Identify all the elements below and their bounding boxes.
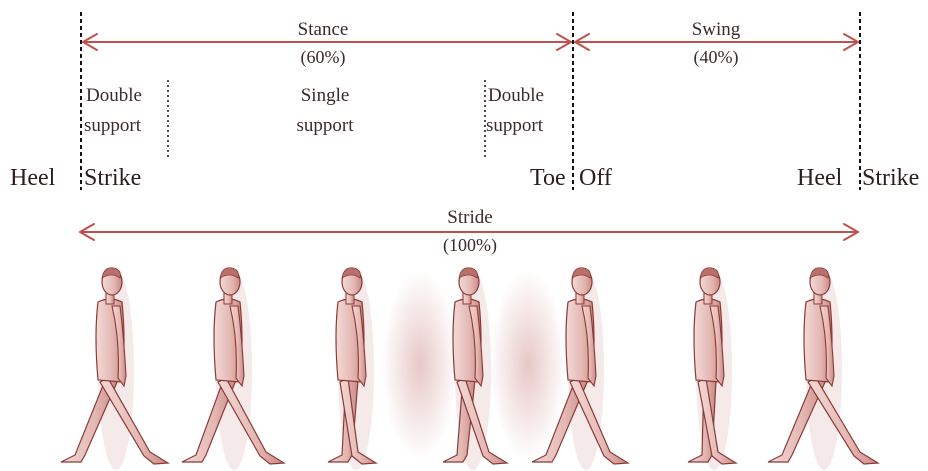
walking-figures [61, 268, 878, 470]
single-support-line2: support [297, 116, 354, 135]
walking-figure-2 [182, 268, 284, 470]
motion-blur-left [382, 270, 458, 460]
stride-percent: (100%) [443, 236, 497, 254]
double-support-right-line2: support [486, 116, 543, 135]
walking-figure-3 [328, 268, 376, 470]
walking-figure-6 [688, 268, 736, 470]
single-support-line1: Single [301, 86, 350, 105]
toe-off-word1: Toe [530, 166, 566, 190]
heel-strike-left-word1: Heel [10, 166, 55, 190]
walking-figure-7 [768, 268, 878, 470]
heel-strike-right-word1: Heel [797, 166, 842, 190]
double-support-left-line1: Double [86, 86, 142, 105]
toe-off-word2: Off [579, 166, 612, 190]
heel-strike-left-word2: Strike [84, 166, 141, 190]
stance-label: Stance [298, 20, 349, 39]
stride-label: Stride [447, 208, 492, 227]
stance-percent: (60%) [301, 48, 346, 66]
walking-figure-1 [61, 268, 168, 470]
double-support-right-line1: Double [488, 86, 544, 105]
heel-strike-right-word2: Strike [862, 166, 919, 190]
double-support-left-line2: support [84, 116, 141, 135]
swing-label: Swing [692, 20, 741, 39]
swing-percent: (40%) [694, 48, 739, 66]
